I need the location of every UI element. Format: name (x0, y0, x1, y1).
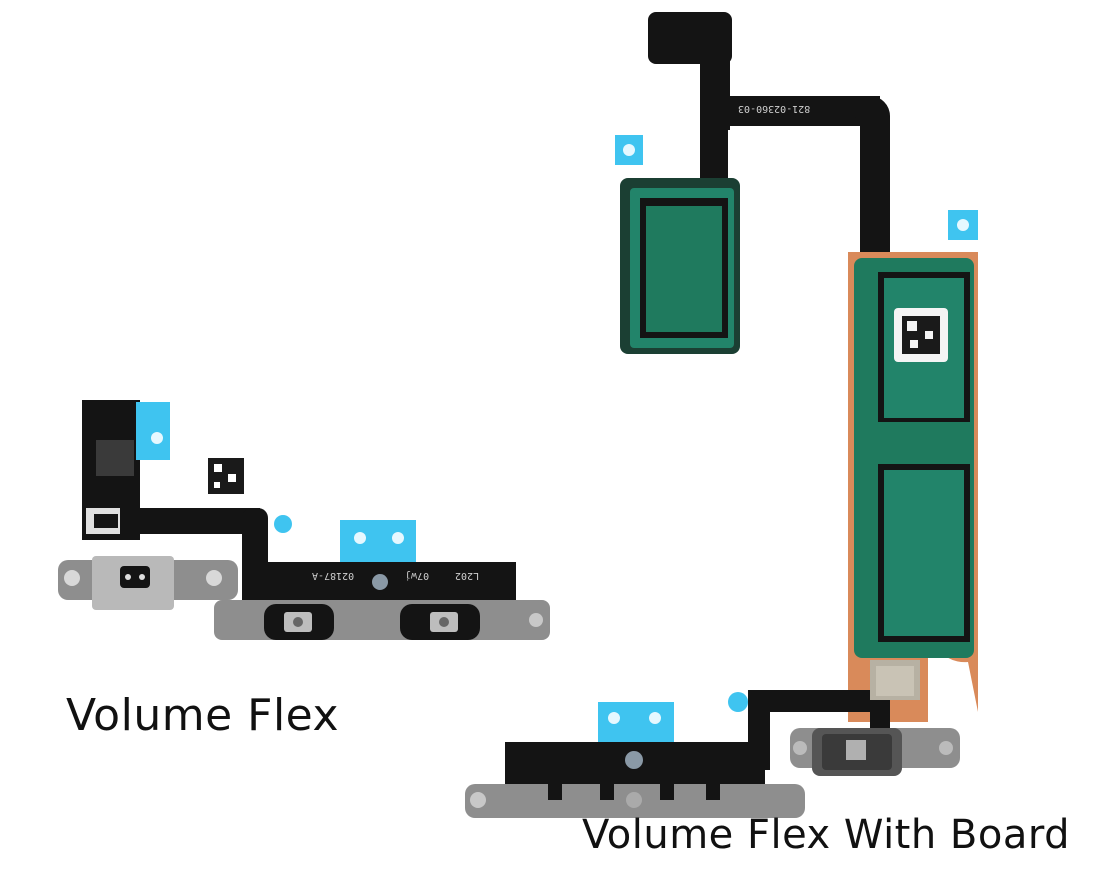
flex-marking-2: 07wj (405, 570, 430, 581)
flex-marking-1: 02187-A (312, 570, 355, 581)
volume-flex-with-board-label: Volume Flex With Board (582, 812, 1070, 858)
volume-flex-label: Volume Flex (66, 690, 340, 741)
flex-marking-3: L202 (455, 570, 480, 581)
